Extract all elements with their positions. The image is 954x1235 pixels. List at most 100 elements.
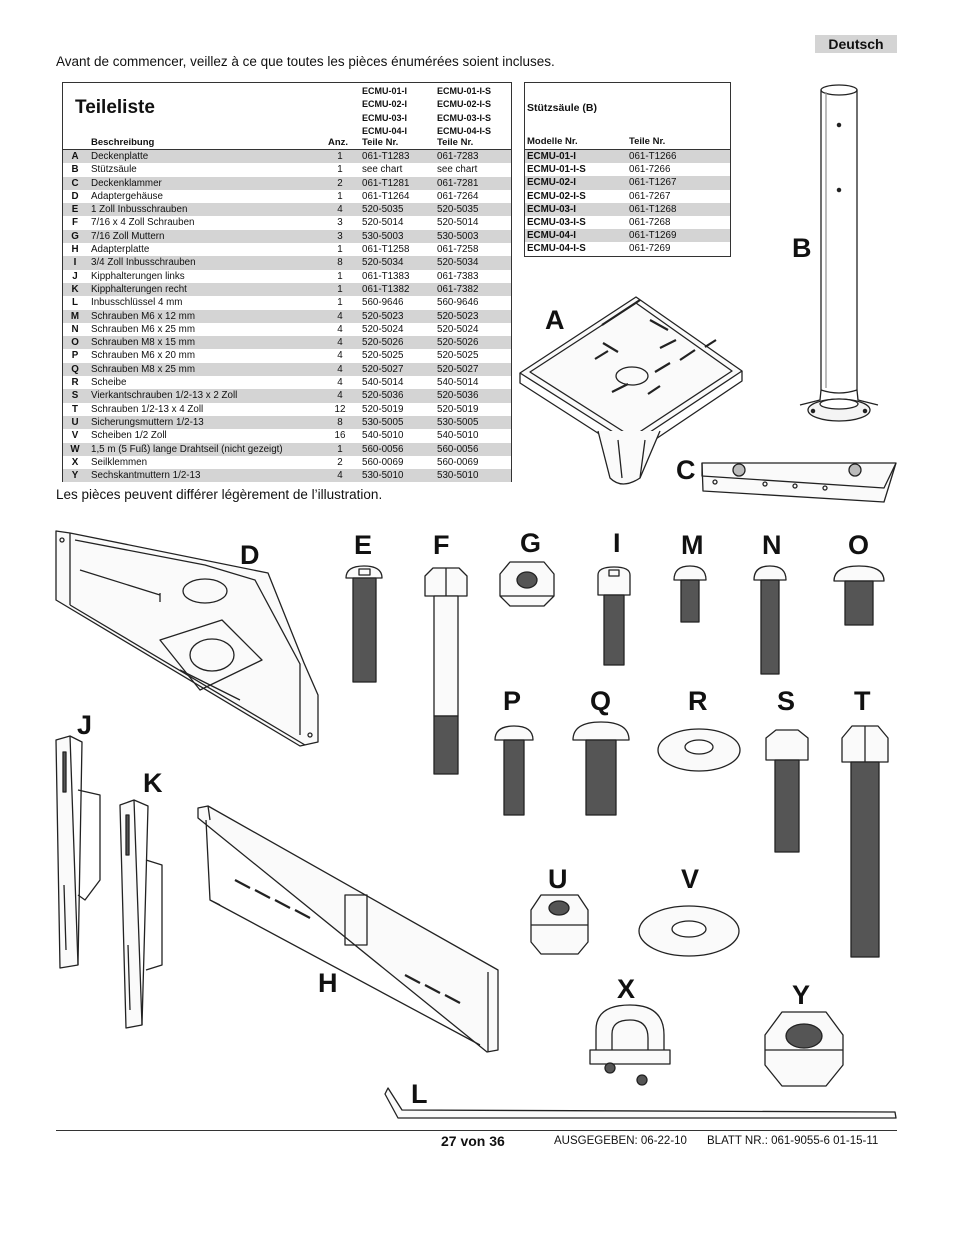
label-t: T xyxy=(854,686,871,716)
part-qty: 8 xyxy=(337,257,343,269)
part-number-a: 540-5010 xyxy=(362,430,404,442)
part-qty: 8 xyxy=(337,416,343,428)
column-header-model: Modelle Nr. xyxy=(527,136,578,147)
part-number-b: 520-5036 xyxy=(437,390,479,402)
column-table-title: Stützsäule (B) xyxy=(527,102,598,114)
screw-n-drawing xyxy=(753,565,787,675)
washer-r-drawing xyxy=(657,728,741,772)
label-m: M xyxy=(681,530,704,560)
label-x: X xyxy=(617,974,636,1004)
label-a: A xyxy=(545,305,565,335)
washer-v-drawing xyxy=(638,905,740,957)
part-number-b: 061-7383 xyxy=(437,270,479,282)
part-qty: 1 xyxy=(337,190,343,202)
part-letter: E xyxy=(71,204,79,216)
part-description: 1 Zoll Inbusschrauben xyxy=(91,204,188,216)
part-description: Schrauben M8 x 25 mm xyxy=(91,363,196,375)
screw-q-drawing xyxy=(572,721,630,816)
part-qty: 2 xyxy=(337,456,343,468)
part-number-a: 061-T1382 xyxy=(362,283,410,295)
part-description: 7/16 x 4 Zoll Schrauben xyxy=(91,217,195,229)
label-p: P xyxy=(503,686,522,716)
part-letter: D xyxy=(71,190,79,202)
part-letter: I xyxy=(73,257,77,269)
socket-screw-short-drawing xyxy=(597,566,631,666)
tilt-bracket-right-drawing xyxy=(119,799,163,1029)
column-part-number: 061-T1269 xyxy=(629,230,677,242)
part-number-b: 520-5019 xyxy=(437,403,479,415)
part-number-a: 061-T1281 xyxy=(362,177,410,189)
part-number-b: 061-7281 xyxy=(437,177,479,189)
label-k: K xyxy=(143,768,163,798)
part-qty: 1 xyxy=(337,283,343,295)
part-number-b: 530-5003 xyxy=(437,230,479,242)
part-letter: A xyxy=(71,151,79,162)
part-number-a: 520-5035 xyxy=(362,204,404,216)
part-number-a: 560-0056 xyxy=(362,443,404,455)
label-c: C xyxy=(676,455,696,485)
part-letter: X xyxy=(71,456,79,468)
part-letter: V xyxy=(71,430,79,442)
label-o: O xyxy=(848,530,870,560)
label-y: Y xyxy=(792,980,811,1010)
column-part-number: 061-T1268 xyxy=(629,203,677,215)
part-number-a: 061-T1283 xyxy=(362,151,410,162)
label-n: N xyxy=(762,530,782,560)
part-number-a: 061-T1258 xyxy=(362,244,410,256)
part-letter: C xyxy=(71,177,79,189)
screw-o-drawing xyxy=(833,565,885,626)
illustration-note: Les pièces peuvent différer légèrement d… xyxy=(56,487,383,502)
part-description: Stützsäule xyxy=(91,164,137,176)
long-bolt-drawing xyxy=(841,725,889,958)
part-description: Schrauben 1/2-13 x 4 Zoll xyxy=(91,403,204,415)
model-label: ECMU-01-I-S xyxy=(437,86,492,96)
part-number-b: 520-5026 xyxy=(437,337,479,349)
part-number-a: 530-5003 xyxy=(362,230,404,242)
label-f: F xyxy=(433,530,450,560)
label-q: Q xyxy=(590,686,612,716)
part-description: Schrauben M8 x 15 mm xyxy=(91,337,196,349)
part-description: Schrauben M6 x 12 mm xyxy=(91,310,196,322)
column-model: ECMU-03-I xyxy=(527,203,576,215)
label-i: I xyxy=(613,528,621,558)
part-qty: 4 xyxy=(337,390,343,402)
column-part-number: 061-T1267 xyxy=(629,177,677,189)
label-g: G xyxy=(520,528,542,558)
language-tab: Deutsch xyxy=(815,35,897,53)
part-qty: 1 xyxy=(337,244,343,256)
part-number-a: 520-5026 xyxy=(362,337,404,349)
part-number-a: 520-5019 xyxy=(362,403,404,415)
part-letter: B xyxy=(71,164,79,176)
part-description: Sicherungsmuttern 1/2-13 xyxy=(91,416,204,428)
column-model: ECMU-02-I-S xyxy=(527,190,586,202)
part-qty: 4 xyxy=(337,350,343,362)
part-number-b: 520-5014 xyxy=(437,217,479,229)
model-label: ECMU-02-I xyxy=(362,99,408,110)
wire-clamp-drawing xyxy=(589,1004,671,1086)
label-e: E xyxy=(354,530,373,560)
part-letter: R xyxy=(71,377,79,389)
model-label: ECMU-03-I-S xyxy=(437,112,492,123)
part-number-b: 530-5010 xyxy=(437,470,479,482)
part-description: Kipphalterungen links xyxy=(91,270,185,282)
intro-text: Avant de commencer, veillez à ce que tou… xyxy=(56,54,555,69)
screw-m-drawing xyxy=(673,565,707,623)
part-description: 1,5 m (5 Fuß) lange Drahtseil (nicht gez… xyxy=(91,443,283,455)
models-group-b: ECMU-01-I-S ECMU-02-I-S ECMU-03-I-S ECMU… xyxy=(437,85,491,139)
footer-divider xyxy=(56,1130,897,1131)
part-letter: K xyxy=(71,283,79,295)
part-qty: 2 xyxy=(337,177,343,189)
